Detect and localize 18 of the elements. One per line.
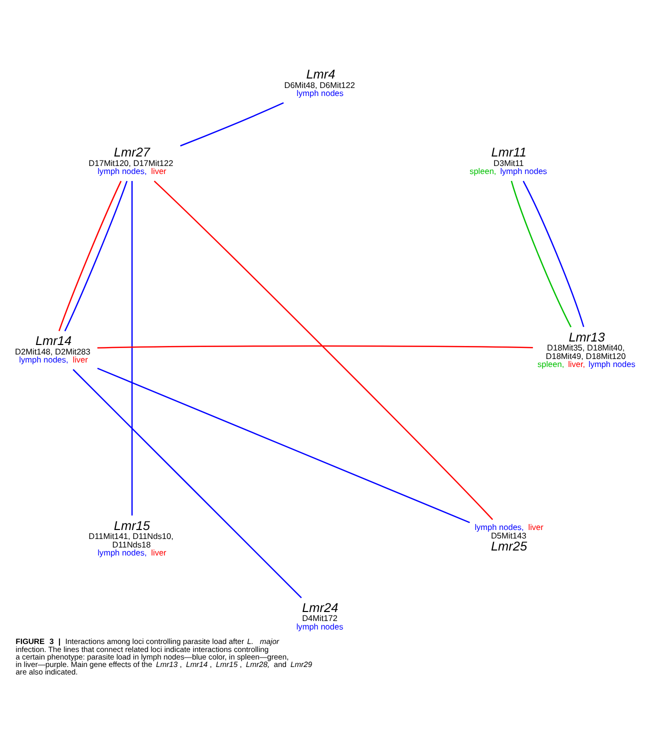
- connector: [97, 345, 533, 348]
- node-text: Lmr24: [302, 600, 338, 615]
- connector: [522, 180, 584, 328]
- connector: [510, 180, 572, 328]
- node-text: Lmr13: [568, 329, 605, 344]
- connector: [58, 180, 122, 332]
- node-text: Lmr15: [114, 518, 150, 533]
- connector: [131, 181, 133, 516]
- connector: [97, 368, 470, 524]
- connector: [72, 369, 302, 598]
- node-text: Lmr11: [491, 144, 526, 160]
- connector: [64, 180, 128, 332]
- node-text: Lmr14: [35, 333, 72, 348]
- node-text: Lmr25: [490, 538, 528, 554]
- node-text: Lmr4: [306, 66, 336, 82]
- connector: [154, 180, 494, 520]
- connector: [180, 102, 284, 146]
- node-text: Lmr27: [114, 144, 150, 160]
